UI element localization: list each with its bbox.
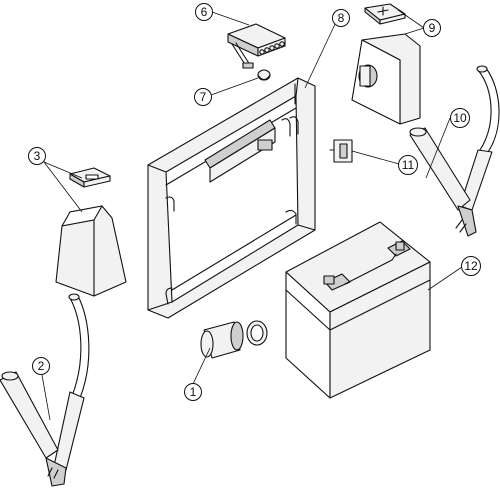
part-7-knob xyxy=(257,69,271,81)
callout-7: 7 xyxy=(194,88,212,106)
svg-text:8: 8 xyxy=(338,11,345,25)
callout-6: 6 xyxy=(195,3,213,21)
callout-8: 8 xyxy=(332,9,350,27)
callout-1: 1 xyxy=(184,383,202,401)
callout-2: 2 xyxy=(32,357,50,375)
part-2-clamp-cable xyxy=(0,293,90,487)
svg-text:1: 1 xyxy=(190,385,197,399)
callout-3: 3 xyxy=(28,147,46,165)
svg-text:3: 3 xyxy=(34,149,41,163)
callout-12: 12 xyxy=(461,256,481,276)
part-9-clamp-housing xyxy=(351,33,421,125)
svg-text:12: 12 xyxy=(464,259,478,273)
svg-text:6: 6 xyxy=(201,5,208,19)
part-9-button-cover xyxy=(364,3,406,25)
part-12-battery xyxy=(285,221,431,399)
svg-text:11: 11 xyxy=(402,158,415,172)
part-3-cover xyxy=(55,205,127,297)
part-8-housing-frame xyxy=(147,77,316,319)
part-6-circuit-board xyxy=(227,23,286,69)
callout-9: 9 xyxy=(423,19,441,37)
leader-lines xyxy=(41,9,463,421)
callout-11: 11 xyxy=(398,155,418,175)
svg-text:10: 10 xyxy=(453,111,467,125)
callout-10: 10 xyxy=(450,108,470,128)
part-3-cap xyxy=(69,167,111,188)
part-10-clamp-cable xyxy=(409,65,500,237)
svg-text:9: 9 xyxy=(429,21,436,35)
part-1-socket xyxy=(200,320,268,359)
svg-text:2: 2 xyxy=(38,359,45,373)
svg-text:7: 7 xyxy=(200,90,207,104)
part-11-switch xyxy=(329,139,353,163)
